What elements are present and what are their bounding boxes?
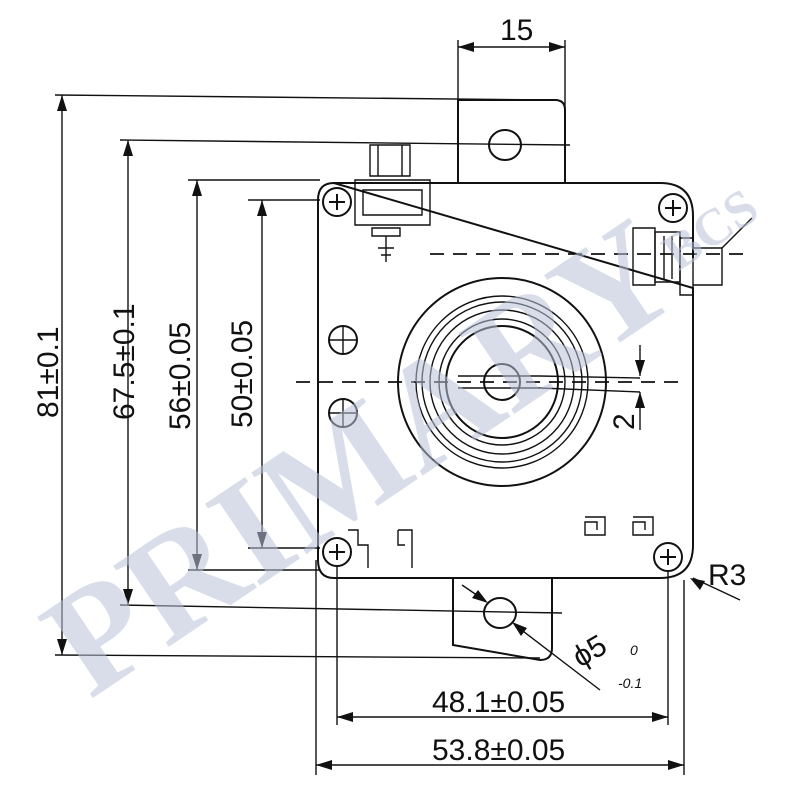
dim-overall-height-label: 81±0.1: [32, 326, 65, 418]
dim-top-width: 15: [457, 14, 566, 110]
dim-body-height-label: 56±0.05: [164, 322, 197, 430]
dim-corner-radius-label: R3: [708, 559, 746, 592]
dim-hole-tol-lower: -0.1: [618, 675, 642, 691]
screw-top-left: [322, 187, 352, 217]
dim-hole-tol-upper: 0: [630, 642, 638, 658]
dim-overall-height: 81±0.1: [32, 94, 556, 659]
screw-top-right: [658, 193, 688, 223]
dim-body-width: 53.8±0.05: [315, 560, 685, 775]
dim-screw-spacing-height: 50±0.05: [226, 199, 320, 549]
dim-body-width-label: 53.8±0.05: [432, 734, 565, 767]
left-hole-lower: [328, 398, 358, 428]
screw-bottom-right: [653, 542, 683, 572]
dim-body-height: 56±0.05: [164, 179, 320, 571]
dim-top-width-label: 15: [500, 14, 533, 47]
dim-hole-spacing-height: 67.5±0.1: [108, 139, 571, 614]
dim-offset: 2: [608, 345, 645, 430]
device-body: [317, 181, 694, 579]
center-lines: [296, 253, 748, 383]
dim-hole-diameter-label: ϕ5: [567, 629, 613, 674]
right-connector: [632, 217, 753, 296]
dim-screw-spacing-width-label: 48.1±0.05: [432, 686, 565, 719]
terminal-marks: [348, 516, 654, 568]
dim-screw-spacing-height-label: 50±0.05: [226, 320, 259, 428]
dim-hole-spacing-height-label: 67.5±0.1: [108, 303, 141, 420]
dim-corner-radius: R3: [690, 559, 746, 601]
top-mounting-tab: [457, 99, 566, 183]
dim-screw-spacing-width: 48.1±0.05: [336, 566, 669, 725]
dim-offset-label: 2: [608, 413, 641, 430]
top-connector: [354, 144, 431, 262]
left-hole-upper: [328, 325, 358, 355]
bottom-mounting-tab: [452, 578, 553, 662]
